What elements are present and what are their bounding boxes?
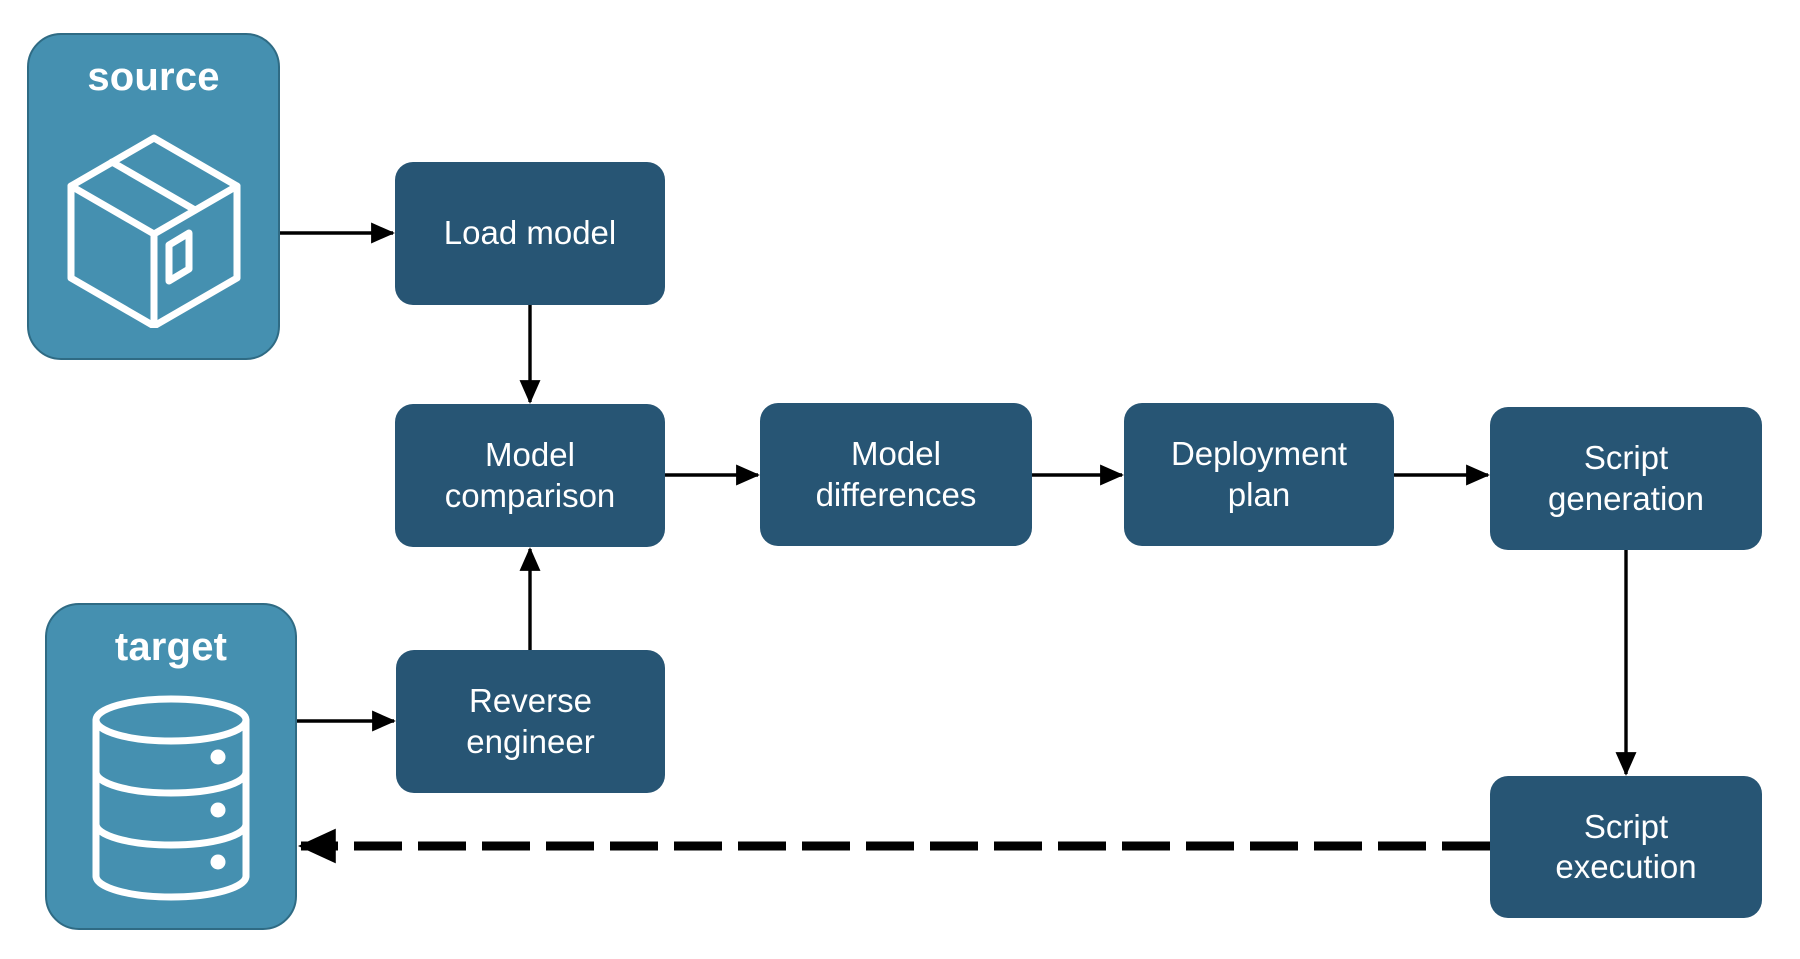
endpoint-source-label: source	[87, 55, 220, 99]
node-script-generation[interactable]: Script generation	[1490, 407, 1762, 550]
node-reverse-engineer[interactable]: Reverse engineer	[396, 650, 665, 793]
endpoint-target[interactable]: target	[45, 603, 297, 930]
package-box-icon	[29, 97, 278, 358]
node-model-differences[interactable]: Model differences	[760, 403, 1032, 546]
node-load-model[interactable]: Load model	[395, 162, 665, 305]
node-script-execution[interactable]: Script execution	[1490, 776, 1762, 918]
node-model-comparison[interactable]: Model comparison	[395, 404, 665, 547]
endpoint-source[interactable]: source	[27, 33, 280, 360]
node-deployment-plan[interactable]: Deployment plan	[1124, 403, 1394, 546]
database-cylinder-icon	[47, 667, 295, 928]
endpoint-target-label: target	[114, 625, 228, 669]
